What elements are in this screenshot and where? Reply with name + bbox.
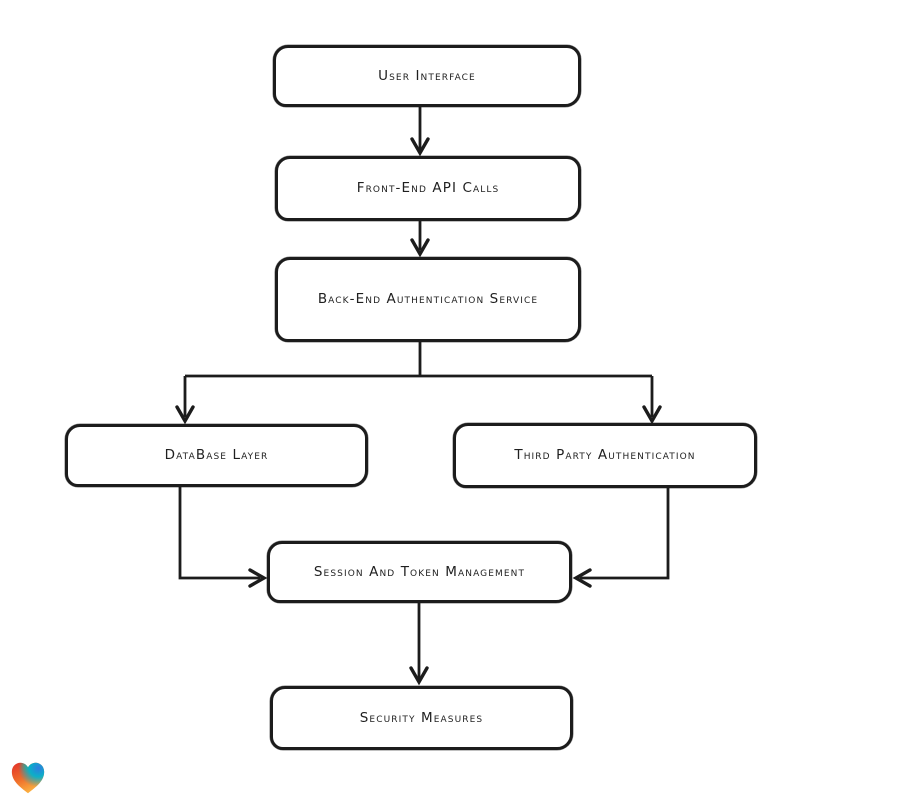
node-third-party-authentication[interactable]: Third Party Authentication xyxy=(453,423,757,488)
edge-session-to-security xyxy=(409,603,429,686)
node-session-and-token-management[interactable]: Session And Token Management xyxy=(267,541,572,603)
node-front-end-api-calls[interactable]: Front-End API Calls xyxy=(275,156,581,221)
node-back-end-authentication-service-label: Back-End Authentication Service xyxy=(317,291,539,308)
edge-backend-branch xyxy=(175,342,662,425)
node-user-interface[interactable]: User Interface xyxy=(273,45,581,107)
node-database-layer[interactable]: DataBase Layer xyxy=(65,424,368,487)
node-user-interface-label: User Interface xyxy=(378,67,476,84)
heart-logo xyxy=(11,762,45,794)
edge-thirdparty-to-session xyxy=(572,488,670,588)
node-front-end-api-calls-label: Front-End API Calls xyxy=(356,180,500,197)
edge-frontend-to-backend xyxy=(410,221,430,258)
node-security-measures[interactable]: Security Measures xyxy=(270,686,573,750)
node-back-end-authentication-service[interactable]: Back-End Authentication Service xyxy=(275,257,581,342)
edge-ui-to-frontend xyxy=(410,107,430,157)
node-database-layer-label: DataBase Layer xyxy=(164,447,269,464)
node-security-measures-label: Security Measures xyxy=(359,709,484,726)
edge-database-to-session xyxy=(178,487,268,588)
node-session-and-token-management-label: Session And Token Management xyxy=(313,563,526,580)
node-third-party-authentication-label: Third Party Authentication xyxy=(514,447,696,464)
